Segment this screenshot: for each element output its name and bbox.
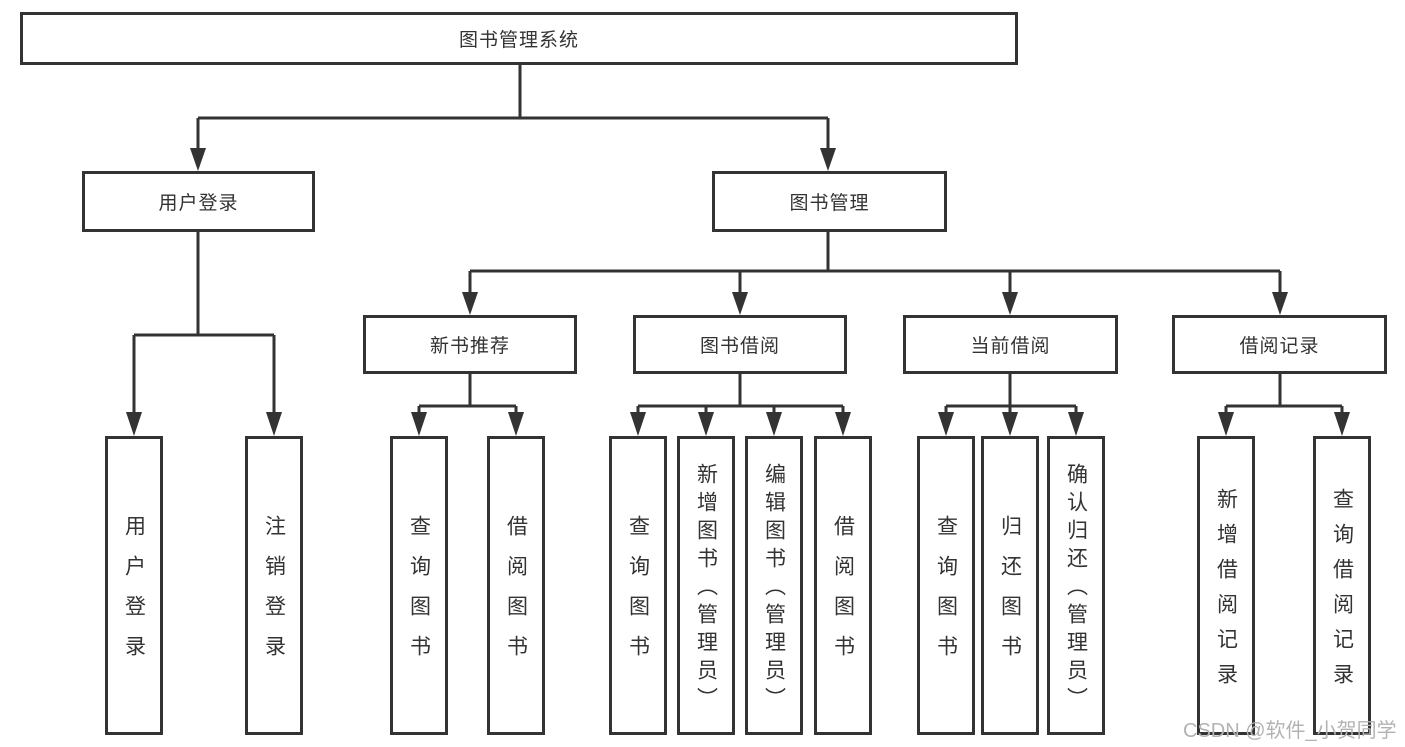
arrowheads: [126, 148, 1350, 436]
leaf-confirm-return-admin: 确认归还（管理员）: [1047, 436, 1105, 735]
leaf-borrow-books-2: 借阅图书: [814, 436, 872, 735]
leaf-query-books-3: 查询图书: [917, 436, 975, 735]
leaf-logout: 注销登录: [245, 436, 303, 735]
node-label: 用户登录: [158, 193, 239, 214]
node-label: 用户登录: [122, 515, 146, 675]
node-label: 查询图书: [934, 515, 958, 675]
leaf-borrow-books-1: 借阅图书: [487, 436, 545, 735]
node-label: 确认归还（管理员）: [1064, 463, 1088, 715]
node-label: 当前借阅: [970, 336, 1051, 357]
leaf-add-borrow-record: 新增借阅记录: [1197, 436, 1255, 735]
leaf-add-books-admin: 新增图书（管理员）: [677, 436, 735, 735]
csdn-watermark: CSDN @软件_小贺同学: [1183, 720, 1397, 742]
node-label: 编辑图书（管理员）: [762, 463, 786, 715]
node-library-management-system: 图书管理系统: [20, 12, 1018, 65]
node-label: 借阅记录: [1239, 336, 1320, 357]
node-label: 新书推荐: [429, 336, 510, 357]
node-label: 归还图书: [998, 515, 1022, 675]
leaf-query-books-2: 查询图书: [609, 436, 667, 735]
node-borrowing-records: 借阅记录: [1172, 315, 1387, 374]
node-label: 新增图书（管理员）: [694, 463, 718, 715]
leaf-query-books-1: 查询图书: [390, 436, 448, 735]
leaf-edit-books-admin: 编辑图书（管理员）: [745, 436, 803, 735]
node-book-management: 图书管理: [712, 171, 947, 232]
node-label: 新增借阅记录: [1214, 487, 1238, 698]
node-label: 注销登录: [262, 515, 286, 675]
node-label: 图书管理系统: [458, 30, 579, 51]
node-current-borrowing: 当前借阅: [903, 315, 1118, 374]
node-label: 借阅图书: [504, 515, 528, 675]
node-new-book-recommend: 新书推荐: [363, 315, 577, 374]
node-book-borrowing: 图书借阅: [633, 315, 847, 374]
leaf-query-borrow-record: 查询借阅记录: [1313, 436, 1371, 735]
leaf-user-login: 用户登录: [105, 436, 163, 735]
node-label: 借阅图书: [831, 515, 855, 675]
node-label: 图书借阅: [699, 336, 780, 357]
node-label: 查询借阅记录: [1330, 487, 1354, 698]
leaf-return-books: 归还图书: [981, 436, 1039, 735]
node-label: 查询图书: [626, 515, 650, 675]
node-label: 图书管理: [789, 193, 870, 214]
node-user-login: 用户登录: [82, 171, 315, 232]
node-label: 查询图书: [407, 515, 431, 675]
